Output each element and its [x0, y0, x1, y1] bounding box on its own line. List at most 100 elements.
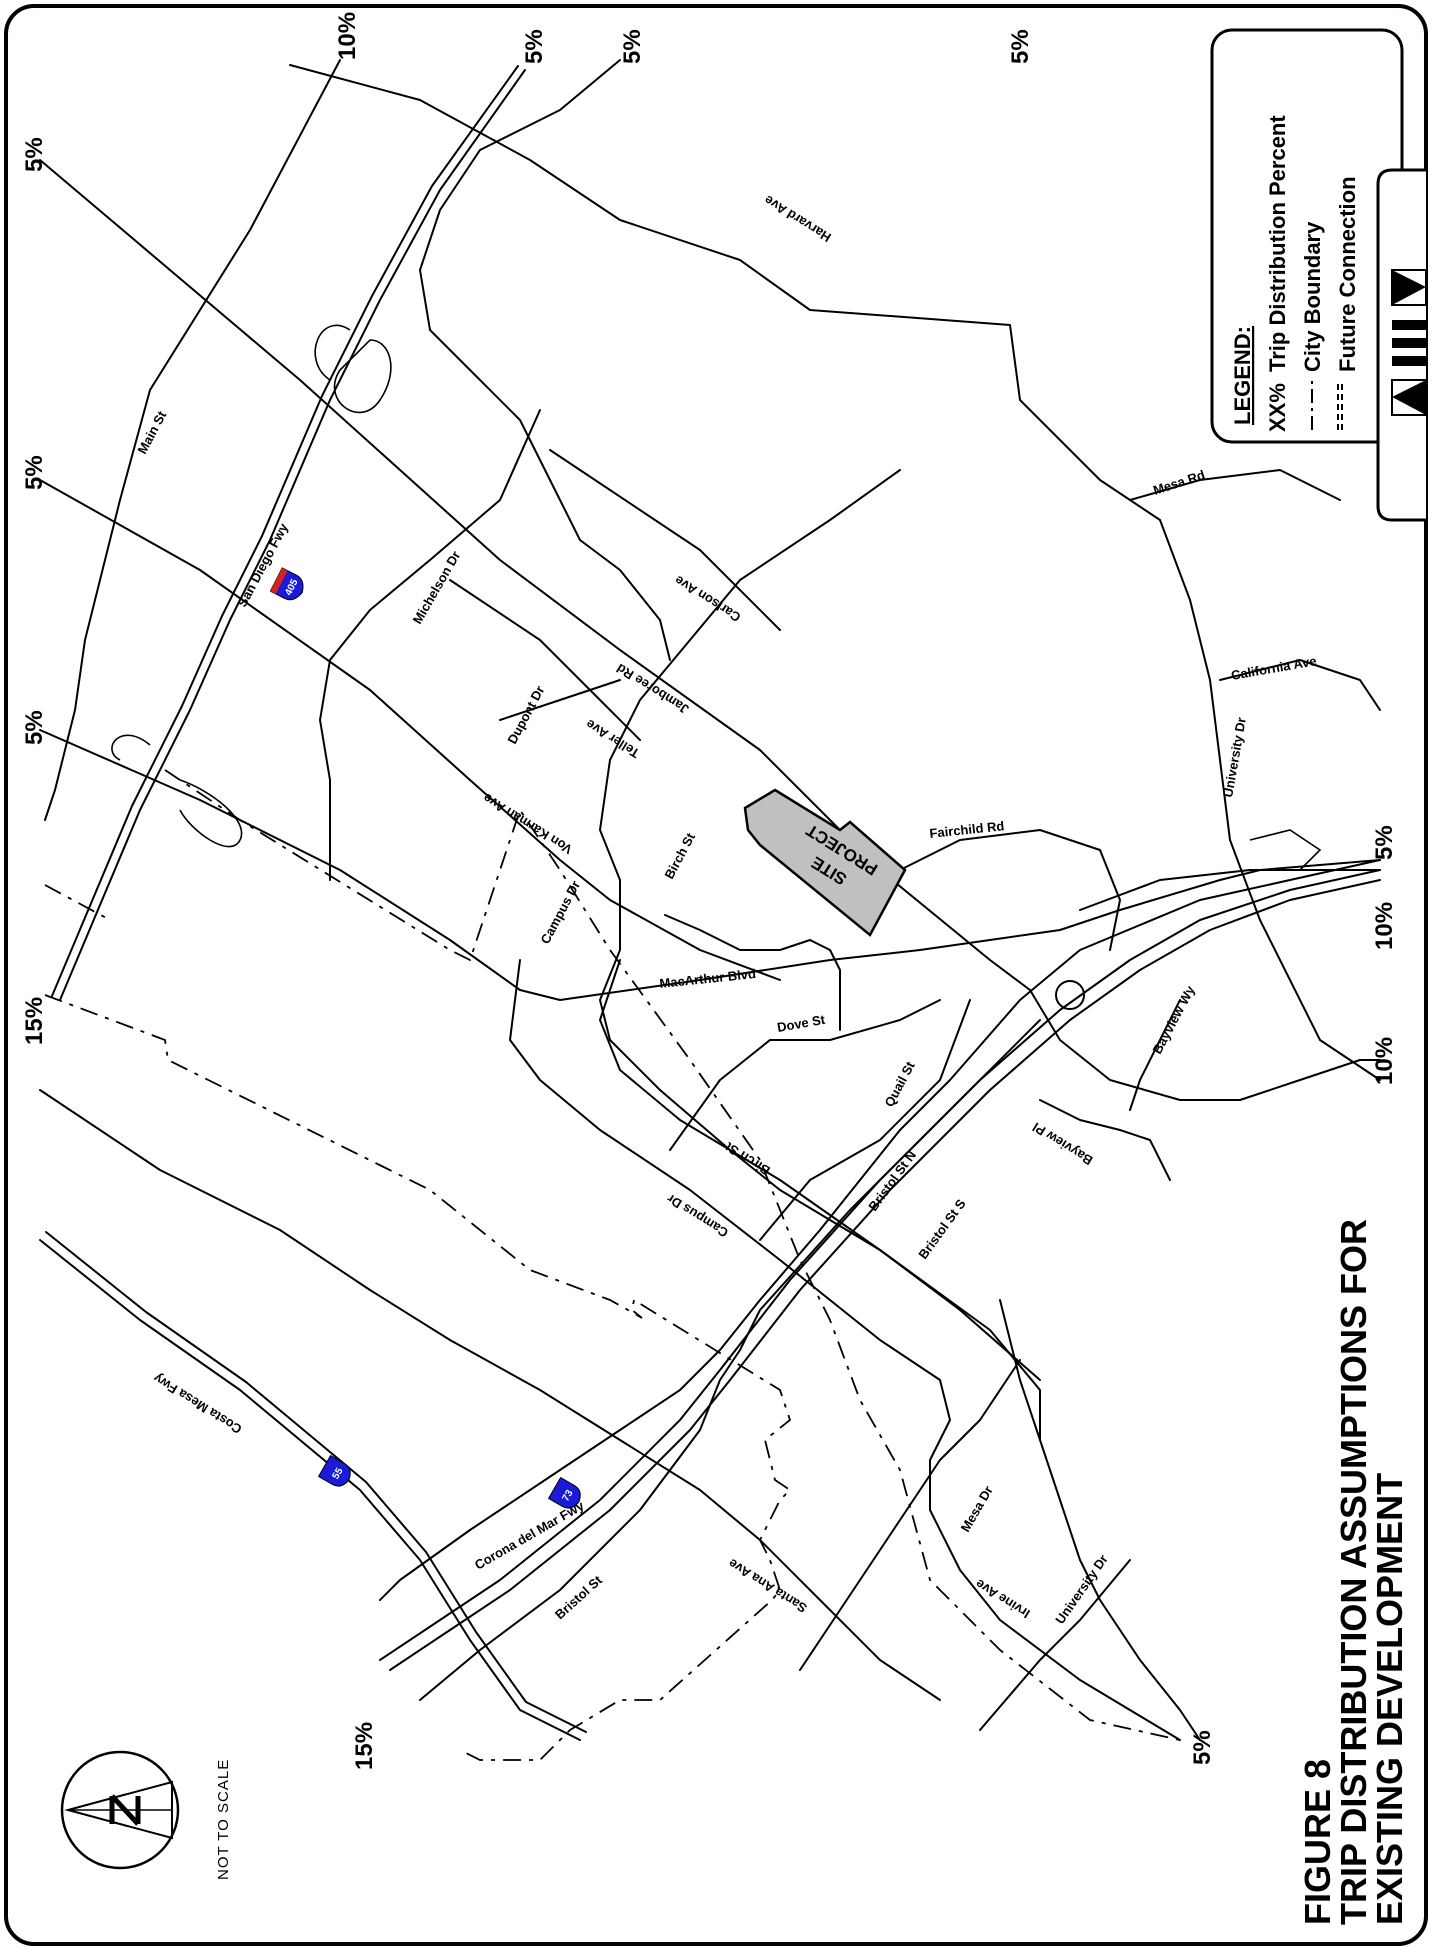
north-arrow-circle	[60, 1750, 180, 1870]
legend-heading: LEGEND:	[1230, 326, 1255, 425]
east-loop-road	[1249, 829, 1322, 871]
label-bristol-st-s: Bristol St S	[915, 1196, 969, 1262]
dupont-dr-road	[449, 579, 641, 741]
label-campus-dr-2: Campus Dr	[664, 1191, 731, 1240]
jamboree-south-road	[1029, 989, 1381, 1101]
interchange-loop-2	[314, 324, 351, 381]
label-birch-st: Birch St	[661, 830, 698, 882]
dove-st-road	[669, 999, 941, 1151]
legend-symbol-pct: XX%	[1265, 383, 1290, 432]
label-university-dr: University Dr	[1220, 716, 1249, 798]
costa-mesa-fwy-road-2	[45, 1231, 587, 1733]
state-route-55-shield: 55	[317, 1454, 351, 1487]
svg-text:55: 55	[330, 1466, 345, 1482]
label-fairchild-rd: Fairchild Rd	[929, 818, 1005, 841]
legend-label-future: Future Connection	[1335, 176, 1360, 372]
label-bristol-st-n: Bristol St N	[865, 1148, 919, 1214]
pct-irvine: 5%	[1189, 1730, 1216, 1765]
pct-jamboree: 5%	[1007, 29, 1034, 64]
university-dr-east-road	[1159, 519, 1381, 1081]
legend-label-city-boundary: City Boundary	[1300, 221, 1325, 372]
label-michelson-dr: Michelson Dr	[410, 548, 464, 626]
harvard-ave-road	[289, 64, 1161, 521]
label-quail-st: Quail St	[881, 1058, 918, 1109]
macarthur-east-road	[1079, 869, 1381, 911]
label-von-karman-ave: Von Karman Ave	[480, 790, 575, 857]
label-macarthur-blvd: MacArthur Blvd	[659, 966, 757, 991]
costa-mesa-fwy-road	[39, 1239, 581, 1741]
san-diego-fwy-road-2	[51, 65, 519, 997]
label-dupont-dr: Dupont Dr	[504, 683, 547, 746]
pct-vonkarman: 5%	[21, 710, 48, 745]
fairchild-rd-road	[899, 829, 1121, 951]
mesa-rd-road	[1129, 469, 1341, 501]
bristol-st-s-road	[389, 879, 1381, 1671]
company-logo-icon	[1391, 269, 1427, 416]
von-karman-ave-road	[39, 479, 781, 981]
label-birch-st-2: Birch St	[722, 1139, 773, 1178]
pct-harvard: 5%	[619, 29, 646, 64]
label-california-ave: California Ave	[1230, 653, 1318, 683]
interchange-loop-4	[179, 779, 243, 848]
figure-number: FIGURE 8	[1297, 1759, 1338, 1925]
svg-text:73: 73	[560, 1488, 575, 1504]
label-bayview-pl: Bayview Pl	[1030, 1119, 1096, 1168]
label-corona-del-mar-fwy: Corona del Mar Fwy	[472, 1497, 587, 1572]
label-mesa-rd: Mesa Rd	[1151, 467, 1207, 498]
san-diego-fwy-road	[59, 69, 526, 1001]
label-dove-st: Dove St	[776, 1012, 827, 1035]
legend-label-pct: Trip Distribution Percent	[1265, 115, 1290, 372]
city-boundary-west	[44, 884, 111, 921]
pct-main-st: 5%	[21, 137, 48, 172]
interstate-405-shield: 405	[269, 567, 304, 601]
corona-del-mar-fwy-road	[379, 859, 1381, 1601]
bayview-wy-road	[1129, 999, 1181, 1111]
california-ave-road	[1219, 659, 1381, 711]
macarthur-circle	[1055, 980, 1085, 1010]
figure-title-line1: TRIP DISTRIBUTION ASSUMPTIONS FOR	[1333, 1219, 1374, 1925]
bristol-st-road	[419, 1019, 1041, 1701]
label-irvine-ave: Irvine Ave	[973, 1576, 1033, 1621]
birch-st-spur	[664, 914, 841, 1031]
irvine-ave-road	[999, 1299, 1201, 1741]
bayview-pl-road	[1039, 1099, 1171, 1181]
pct-univ-east: 5%	[1371, 825, 1398, 860]
campus-dr-inner	[599, 959, 1041, 1441]
label-bayview-wy: Bayview Wy	[1149, 983, 1198, 1057]
north-arrow-icon	[64, 1780, 173, 1840]
university-dr-south-road	[979, 1559, 1131, 1731]
label-mesa-dr: Mesa Dr	[958, 1483, 996, 1534]
birch-st-road	[599, 469, 1041, 1381]
campus-dr-road	[509, 959, 1181, 1741]
project-site-polygon	[743, 788, 907, 937]
quail-st-road	[759, 999, 971, 1241]
label-santa-ana-ave: Santa Ana Ave	[726, 1556, 810, 1616]
pct-405: 10%	[334, 12, 361, 60]
pct-73-east: 10%	[1371, 902, 1398, 950]
label-jamboree-rd: Jamboree Rd	[614, 661, 692, 717]
state-route-73-shield: 73	[547, 1476, 581, 1509]
santa-ana-ave-road	[39, 1089, 941, 1701]
harvard-curve-road	[419, 59, 671, 661]
pct-michelson: 5%	[521, 29, 548, 64]
city-boundary-line	[44, 994, 792, 1761]
macarthur-blvd-road	[39, 729, 1381, 1001]
label-costa-mesa-fwy: Costa Mesa Fwy	[150, 1370, 244, 1437]
michelson-dr-road	[319, 409, 541, 881]
pct-bayview: 10%	[1371, 1037, 1398, 1085]
label-harvard-ave: Harvard Ave	[762, 192, 834, 245]
carlson-ave-road	[549, 449, 781, 631]
bristol-st-n-road	[379, 869, 1381, 1661]
teller-ave-road	[499, 679, 621, 721]
label-main-st: Main St	[134, 408, 169, 456]
map-frame	[4, 4, 1428, 1946]
label-campus-dr: Campus Dr	[537, 878, 583, 946]
not-to-scale-note: NOT TO SCALE	[215, 1759, 232, 1880]
pct-55: 15%	[21, 997, 48, 1045]
main-st-road	[44, 59, 341, 821]
jamboree-rd-road	[39, 159, 1031, 991]
mesa-dr-road	[799, 1359, 1021, 1671]
label-carlson-ave: Carlson Ave	[672, 573, 743, 625]
label-bristol-st: Bristol St	[552, 1572, 605, 1622]
